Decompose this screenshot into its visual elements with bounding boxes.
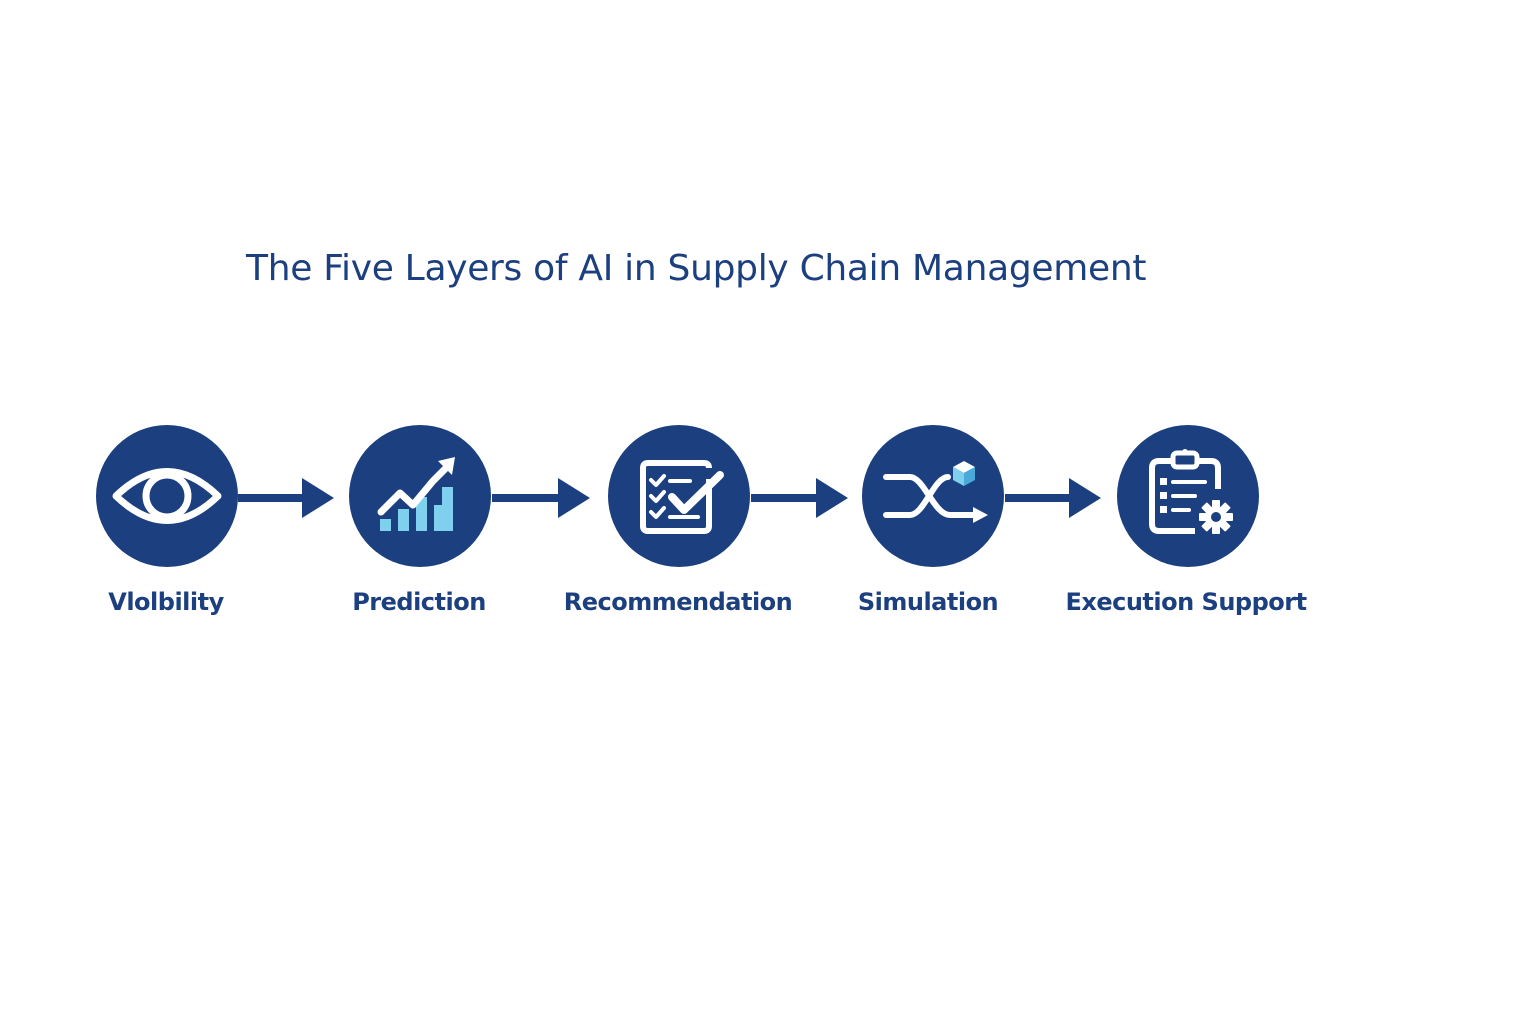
- clipboard-gear-icon: [1149, 449, 1234, 535]
- shuffle-cube-icon: [883, 461, 988, 523]
- layer-execution-support-node: [1117, 425, 1259, 567]
- flow-arrow: [751, 478, 848, 518]
- layer-execution-support-label: Execution Support: [1065, 588, 1307, 616]
- checklist-icon: [640, 460, 724, 534]
- flow-arrow: [492, 478, 590, 518]
- layer-recommendation-label: Recommendation: [563, 588, 793, 616]
- layer-simulation-node: [862, 425, 1004, 567]
- flow-arrow: [1005, 478, 1101, 518]
- layer-visibility-node: [96, 425, 238, 567]
- layer-recommendation-node: [608, 425, 750, 567]
- page-title: The Five Layers of AI in Supply Chain Ma…: [246, 248, 1147, 289]
- layer-prediction-node: [349, 425, 491, 567]
- eye-icon: [112, 468, 222, 524]
- layer-prediction-label: Prediction: [352, 588, 486, 616]
- growth-chart-icon: [377, 457, 455, 531]
- layer-simulation-label: Simulation: [857, 588, 999, 616]
- layer-visibility-label: Vlolbility: [108, 588, 224, 616]
- flow-arrow: [238, 478, 334, 518]
